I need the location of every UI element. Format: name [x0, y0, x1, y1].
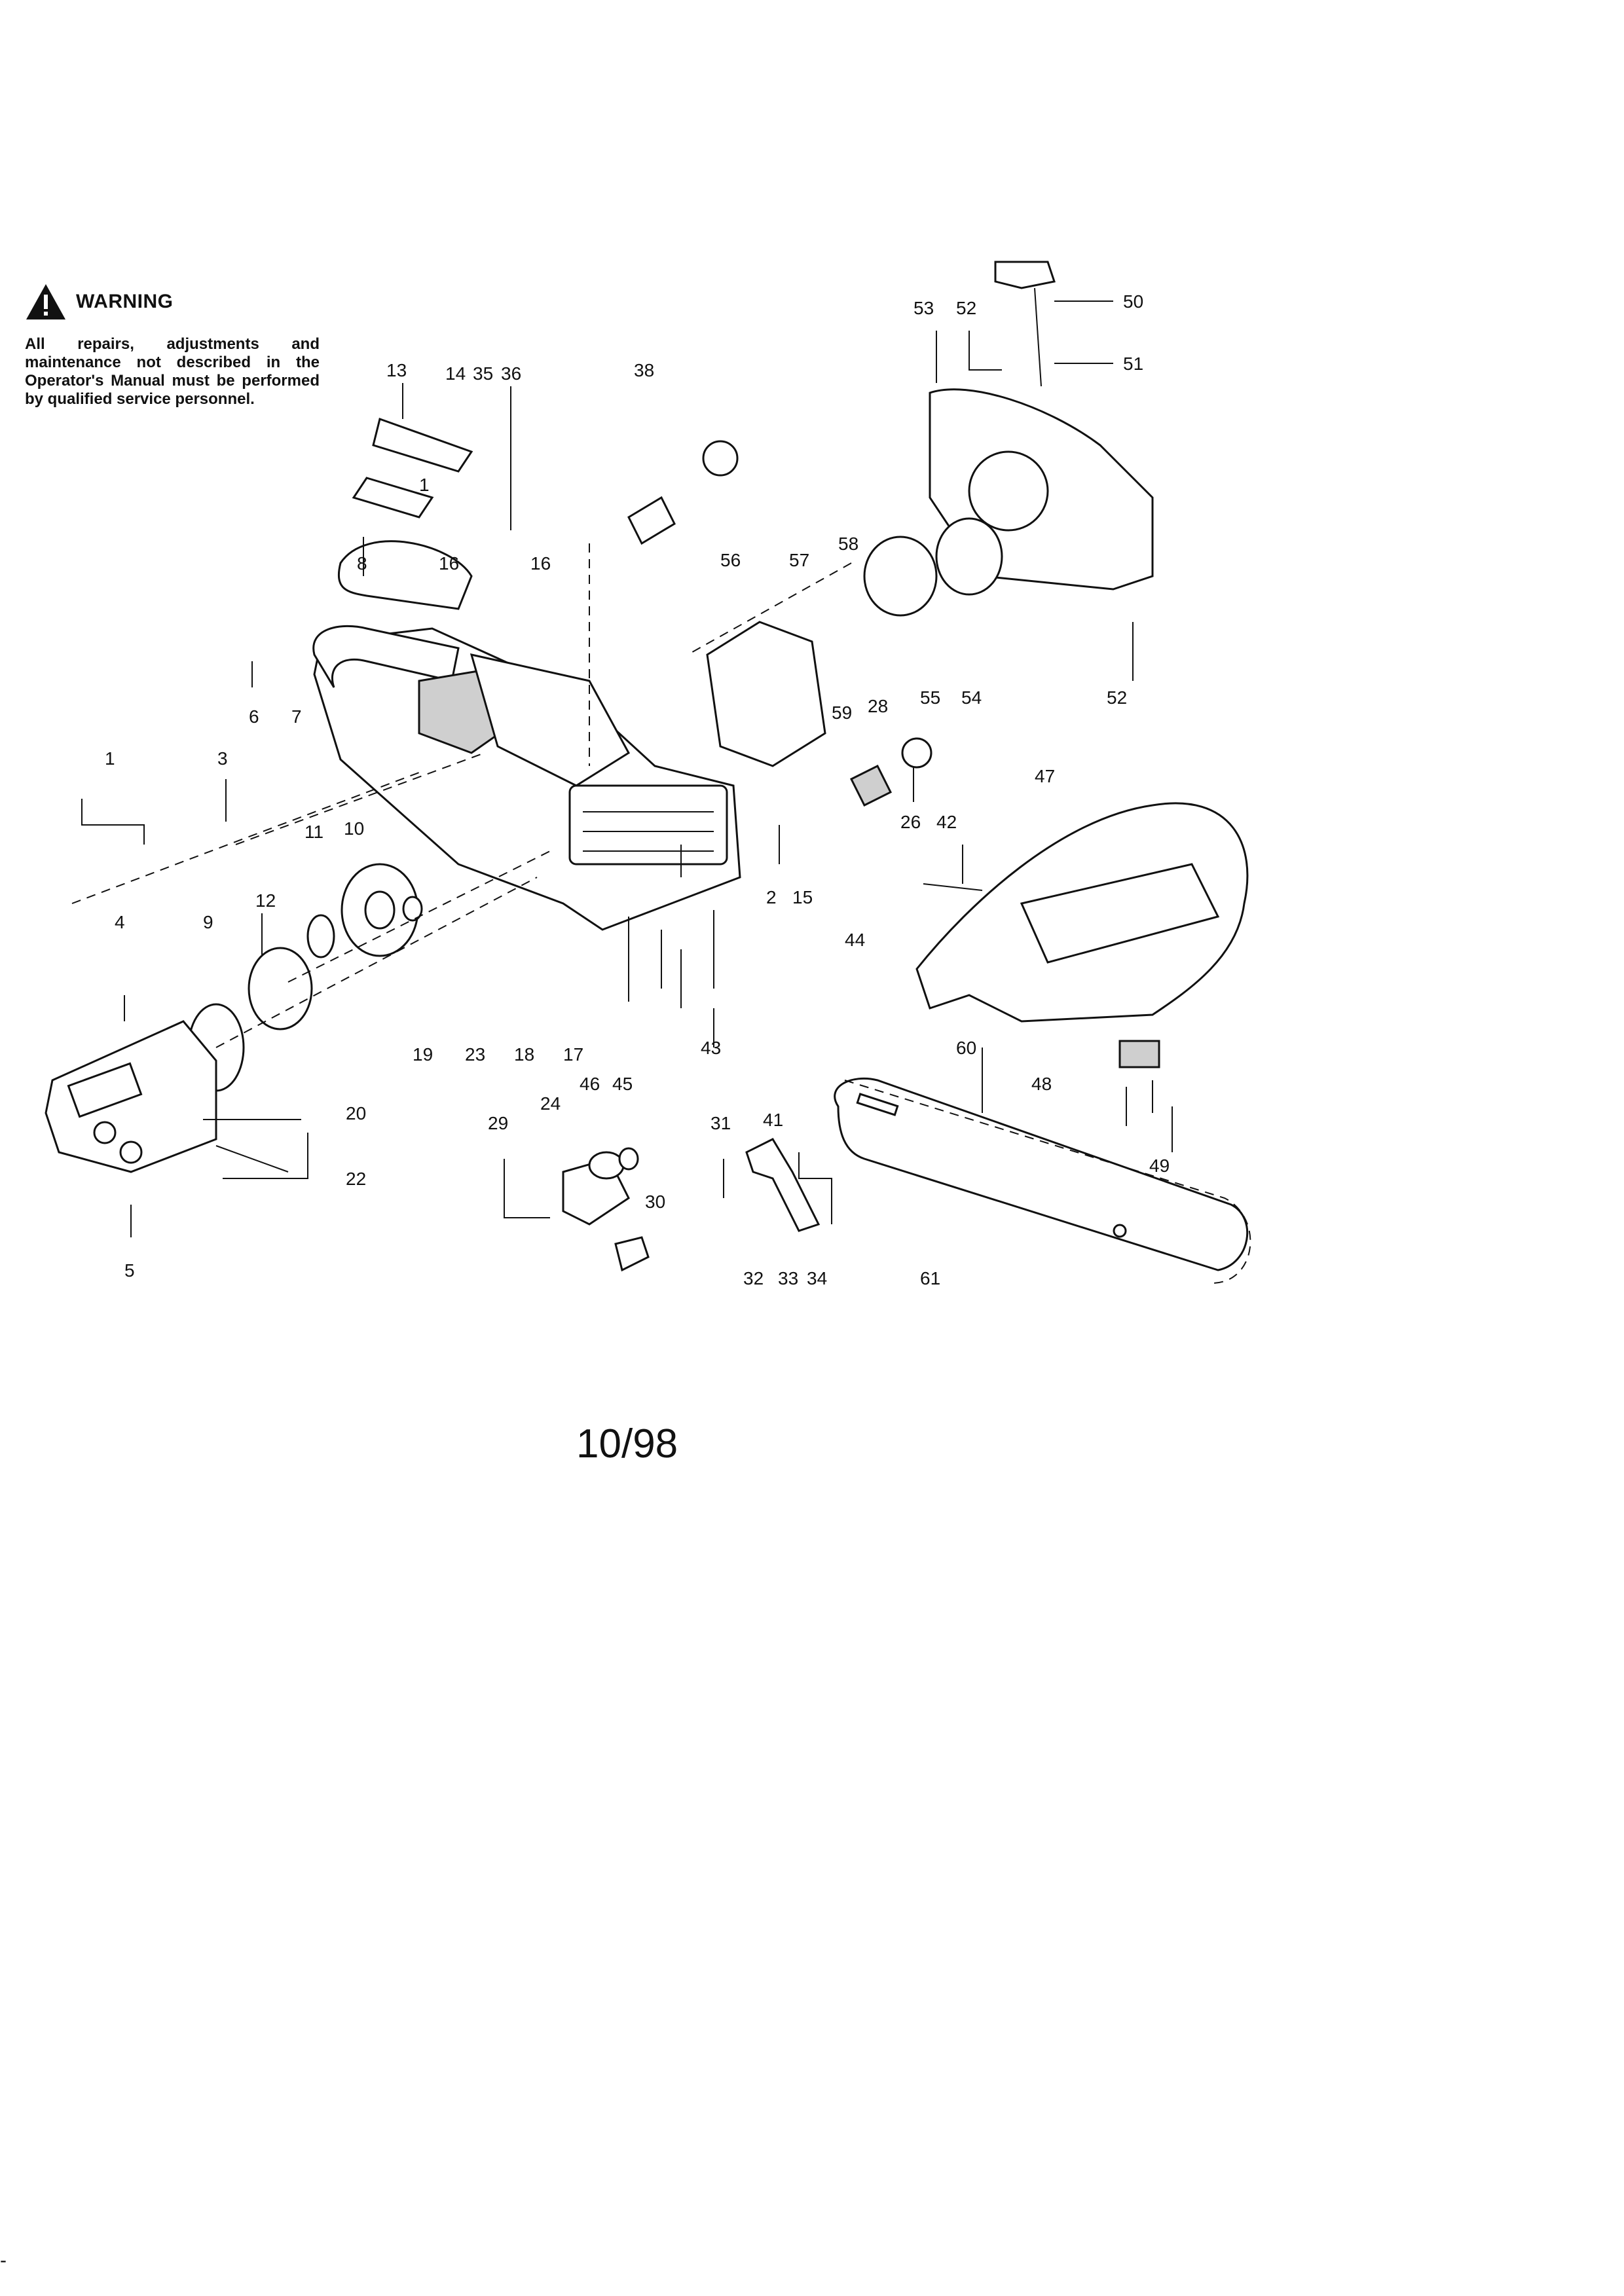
assembly-lines — [71, 543, 852, 1048]
clutch-assembly — [187, 863, 423, 1092]
starter-housing — [863, 261, 1154, 617]
callout-label: 5 — [124, 1260, 135, 1281]
revision-date: 10/98 — [576, 1421, 678, 1467]
callout-label: 1 — [419, 475, 430, 495]
warning-triangle-icon — [26, 284, 65, 319]
callout-label: 50 — [1123, 291, 1143, 312]
warning-header: WARNING — [25, 283, 320, 321]
callout-label: 59 — [832, 702, 852, 723]
callout-label: 47 — [1035, 766, 1055, 786]
callout-label: 31 — [710, 1113, 731, 1133]
callout-label: 23 — [465, 1044, 485, 1065]
callout-label: 56 — [720, 550, 741, 570]
callout-label: 33 — [778, 1268, 798, 1288]
bolts-screws — [215, 386, 1153, 1173]
callout-label: 38 — [634, 360, 654, 380]
callout-label: 28 — [868, 696, 888, 716]
callout-label: 7 — [291, 706, 302, 727]
oil-pump-assembly — [562, 1138, 821, 1272]
callout-label: 8 — [357, 553, 367, 574]
callout-label: 41 — [763, 1110, 783, 1130]
leader-lines — [81, 301, 1173, 1237]
callout-label: 26 — [900, 812, 921, 832]
callout-labels: 1 1 2 3 4 5 6 7 8 9 10 11 12 13 14 35 36… — [105, 291, 1170, 1288]
callout-label: 3 — [217, 748, 228, 769]
callout-label: 29 — [488, 1113, 508, 1133]
page-mark: - — [0, 2250, 7, 2271]
callout-label: 20 — [346, 1103, 366, 1123]
callout-label: 15 — [792, 887, 813, 907]
callout-label: 54 — [961, 687, 982, 708]
callout-label: 13 — [386, 360, 407, 380]
callout-label: 30 — [645, 1192, 665, 1212]
callout-label: 42 — [936, 812, 957, 832]
callout-label: 12 — [255, 890, 276, 911]
callout-label: 19 — [413, 1044, 433, 1065]
callout-label: 61 — [920, 1268, 940, 1288]
callout-label: 17 — [563, 1044, 583, 1065]
callout-label: 53 — [913, 298, 934, 318]
callout-label: 4 — [115, 912, 125, 932]
callout-label: 55 — [920, 687, 940, 708]
callout-label: 46 — [580, 1074, 600, 1094]
callout-label: 48 — [1031, 1074, 1052, 1094]
callout-label: 24 — [540, 1093, 561, 1114]
callout-label: 43 — [701, 1038, 721, 1058]
callout-label: 14 — [445, 363, 466, 384]
callout-label: 1 — [105, 748, 115, 769]
callout-label: 10 — [344, 818, 364, 839]
callout-label: 58 — [838, 534, 858, 554]
callout-label: 9 — [203, 912, 213, 932]
front-handle-guard — [915, 802, 1249, 1068]
exploded-parts-diagram: 1 1 2 3 4 5 6 7 8 9 10 11 12 13 14 35 36… — [45, 261, 1251, 1288]
callout-label: 22 — [346, 1169, 366, 1189]
callout-label: 18 — [514, 1044, 534, 1065]
warning-title: WARNING — [76, 291, 174, 312]
callout-label: 16 — [530, 553, 551, 574]
callout-label: 45 — [612, 1074, 633, 1094]
callout-label: 57 — [789, 550, 809, 570]
callout-label: 16 — [439, 553, 459, 574]
callout-label: 60 — [956, 1038, 976, 1058]
handle-assembly — [337, 418, 473, 610]
warning-text: All repairs, adjustments and maintenance… — [25, 335, 320, 408]
callout-label: 32 — [743, 1268, 764, 1288]
callout-label: 2 — [766, 887, 777, 907]
callout-label: 49 — [1149, 1156, 1170, 1176]
sprocket-cover — [45, 1020, 217, 1173]
callout-label: 6 — [249, 706, 259, 727]
callout-label: 52 — [1107, 687, 1127, 708]
callout-label: 51 — [1123, 354, 1143, 374]
callout-label: 11 — [304, 822, 323, 842]
guide-bar-chain — [834, 1077, 1251, 1284]
callout-label: 36 — [501, 363, 521, 384]
callout-label: 34 — [807, 1268, 827, 1288]
callout-label: 35 — [473, 363, 493, 384]
ignition-flywheel — [627, 440, 932, 807]
callout-label: 44 — [845, 930, 865, 950]
callout-label: 52 — [956, 298, 976, 318]
warning-box: WARNING All repairs, adjustments and mai… — [25, 283, 320, 409]
